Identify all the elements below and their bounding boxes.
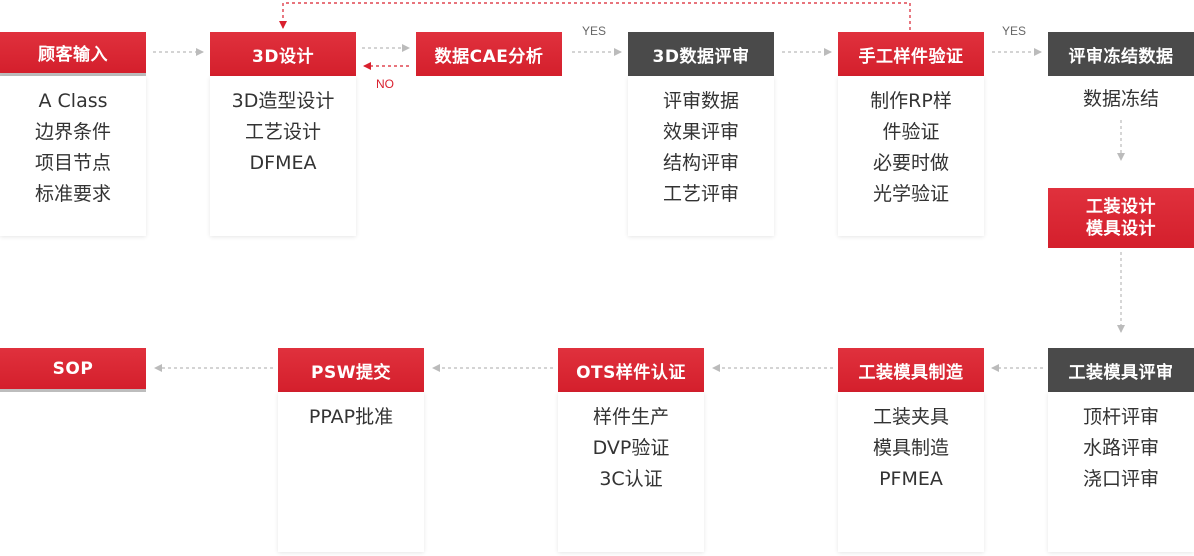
step-ots-certification: OTS样件认证 样件生产 DVP验证 3C认证 xyxy=(558,348,704,552)
step-customer-input: 顾客输入 A Class 边界条件 项目节点 标准要求 xyxy=(0,32,146,236)
step-3d-design: 3D设计 3D造型设计 工艺设计 DFMEA xyxy=(210,32,356,236)
step-title: 3D数据评审 xyxy=(628,32,774,76)
step-title: 评审冻结数据 xyxy=(1048,32,1194,76)
step-tooling-design: 工装设计 模具设计 xyxy=(1048,188,1194,248)
label-yes-1: YES xyxy=(582,24,607,38)
label-yes-2: YES xyxy=(1002,24,1027,38)
step-tooling-review: 工装模具评审 顶杆评审 水路评审 浇口评审 xyxy=(1048,348,1194,552)
step-sop: SOP xyxy=(0,348,146,392)
step-title: 顾客输入 xyxy=(0,32,146,76)
step-title: 工装模具评审 xyxy=(1048,348,1194,392)
step-title: OTS样件认证 xyxy=(558,348,704,392)
step-cae-analysis: 数据CAE分析 xyxy=(416,32,562,76)
step-handmade-sample: 手工样件验证 制作RP样 件验证 必要时做 光学验证 xyxy=(838,32,984,236)
step-tooling-manufacture: 工装模具制造 工装夹具 模具制造 PFMEA xyxy=(838,348,984,552)
step-freeze-data: 评审冻结数据 数据冻结 xyxy=(1048,32,1194,115)
step-3d-data-review: 3D数据评审 评审数据 效果评审 结构评审 工艺评审 xyxy=(628,32,774,236)
step-title: 工装模具制造 xyxy=(838,348,984,392)
step-psw-submit: PSW提交 PPAP批准 xyxy=(278,348,424,552)
step-title: 工装设计 xyxy=(1086,197,1156,217)
step-title-line2: 模具设计 xyxy=(1086,219,1156,239)
step-title: PSW提交 xyxy=(278,348,424,392)
step-title: SOP xyxy=(0,348,146,392)
label-no: NO xyxy=(376,77,394,91)
step-title: 数据CAE分析 xyxy=(416,32,562,76)
step-title: 手工样件验证 xyxy=(838,32,984,76)
step-title: 3D设计 xyxy=(210,32,356,76)
